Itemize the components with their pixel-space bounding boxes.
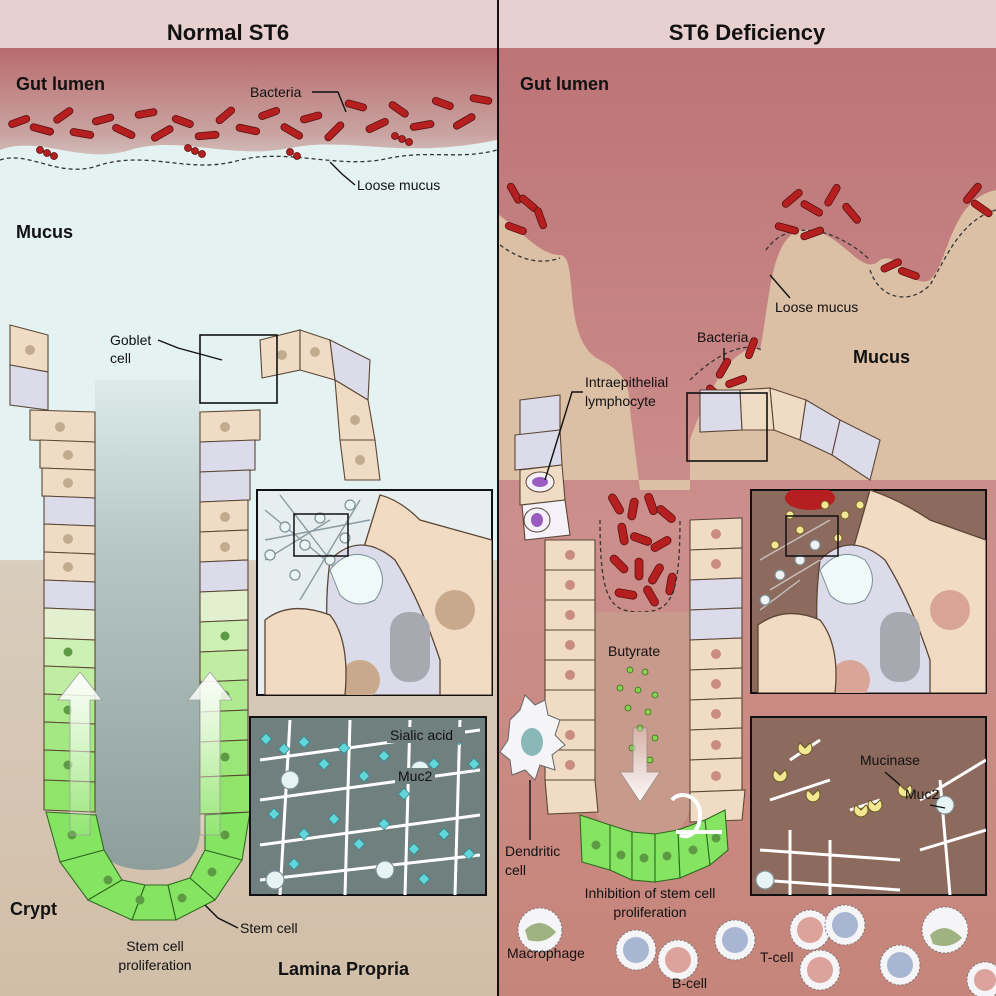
right-butyrate-dots bbox=[616, 666, 659, 764]
right-leader-mucinase bbox=[884, 771, 901, 786]
left-crypt-lumen bbox=[95, 380, 200, 870]
right-label-muc2: Muc2 bbox=[905, 786, 939, 802]
right-label-b-cell: B-cell bbox=[672, 975, 707, 991]
left-inset-mucus-structure bbox=[256, 489, 493, 696]
left-nuclei bbox=[25, 345, 365, 572]
left-label-goblet-line1: Goblet bbox=[110, 332, 151, 348]
right-mucus-layer bbox=[499, 190, 996, 490]
right-label-bacteria: Bacteria bbox=[697, 329, 749, 345]
right-label-iel-line1: Intraepithelial bbox=[585, 374, 668, 390]
right-inset-mucinase bbox=[750, 716, 987, 896]
right-label-t-cell: T-cell bbox=[760, 949, 793, 965]
right-leader-loose-mucus bbox=[769, 274, 791, 299]
right-label-mucus: Mucus bbox=[853, 347, 910, 367]
left-label-mucus: Mucus bbox=[16, 222, 73, 242]
right-intraepithelial-lymphocytes bbox=[523, 471, 555, 533]
right-label-loose-mucus: Loose mucus bbox=[775, 299, 858, 315]
header-left-bg bbox=[0, 0, 497, 48]
right-label-mucinase: Mucinase bbox=[860, 752, 920, 768]
right-dendritic-cell bbox=[499, 694, 566, 781]
right-label-iel-line2: lymphocyte bbox=[585, 393, 656, 409]
right-inhibition-symbol bbox=[670, 793, 703, 839]
right-label-dendritic-line2: cell bbox=[505, 862, 526, 878]
left-inset-sialic-acid bbox=[249, 716, 487, 896]
left-goblet-zoom-box bbox=[199, 334, 278, 404]
left-loose-mucus-boundary bbox=[0, 149, 497, 170]
left-label-bacteria: Bacteria bbox=[250, 84, 302, 100]
right-immune-cells bbox=[517, 904, 996, 996]
right-goblet-zoom-box bbox=[686, 392, 768, 462]
panel-divider bbox=[497, 0, 499, 996]
left-leader-loose-mucus bbox=[329, 161, 356, 186]
panel-title-left: Normal ST6 bbox=[167, 20, 289, 45]
right-label-butyrate: Butyrate bbox=[608, 643, 660, 659]
right-inset-mucus-structure bbox=[750, 489, 987, 694]
right-label-inhibition-line1: Inhibition of stem cell bbox=[585, 885, 716, 901]
left-bacteria-band bbox=[8, 94, 493, 160]
left-label-sialic-acid: Sialic acid bbox=[390, 727, 453, 743]
header-right-bg bbox=[499, 0, 996, 48]
right-nuclei bbox=[565, 529, 721, 781]
left-label-proliferation-line2: proliferation bbox=[118, 957, 191, 973]
right-label-dendritic-line1: Dendritic bbox=[505, 843, 560, 859]
right-butyrate-arrow bbox=[619, 727, 661, 803]
left-label-crypt: Crypt bbox=[10, 899, 57, 919]
left-stem-nuclei bbox=[63, 631, 230, 905]
left-leader-goblet bbox=[157, 339, 223, 361]
left-epithelium-right-column bbox=[199, 329, 381, 815]
right-stem-nuclei bbox=[591, 833, 721, 863]
left-label-muc2: Muc2 bbox=[398, 768, 432, 784]
left-leader-stem-cell bbox=[204, 904, 239, 929]
right-panel: Gut lumen Loose mucus Mucus Bacteria Int… bbox=[499, 48, 996, 996]
left-label-proliferation-line1: Stem cell bbox=[126, 938, 184, 954]
left-panel: Gut lumen Bacteria Loose mucus Mucus Gob… bbox=[0, 48, 497, 996]
left-label-stem-cell: Stem cell bbox=[240, 920, 298, 936]
right-label-macrophage: Macrophage bbox=[507, 945, 585, 961]
panel-title-right: ST6 Deficiency bbox=[669, 20, 826, 45]
right-label-inhibition-line2: proliferation bbox=[613, 904, 686, 920]
left-label-goblet-line2: cell bbox=[110, 350, 131, 366]
left-leader-bacteria bbox=[312, 91, 347, 113]
right-leader-iel bbox=[544, 391, 583, 481]
left-label-loose-mucus: Loose mucus bbox=[357, 177, 440, 193]
left-label-lamina-propria: Lamina Propria bbox=[278, 959, 410, 979]
right-leader-muc2 bbox=[929, 804, 946, 809]
right-label-gut-lumen: Gut lumen bbox=[520, 74, 609, 94]
left-label-gut-lumen: Gut lumen bbox=[16, 74, 105, 94]
left-proliferation-arrows bbox=[57, 671, 233, 836]
